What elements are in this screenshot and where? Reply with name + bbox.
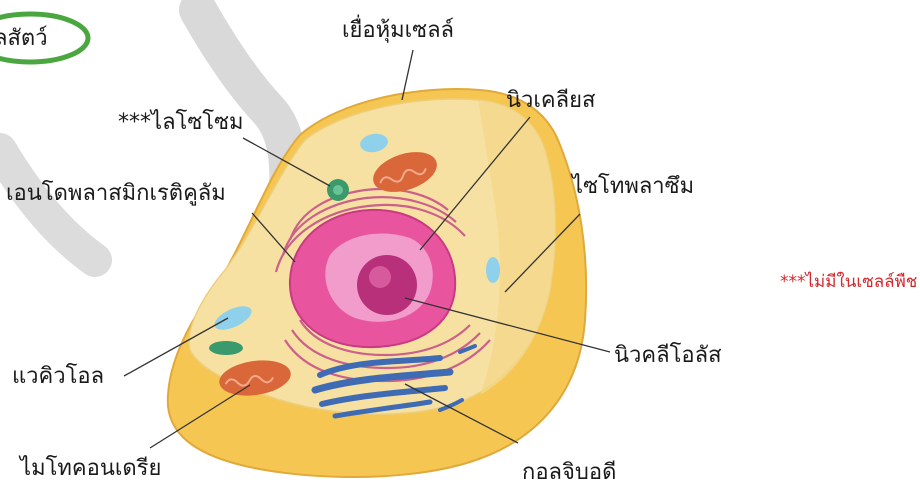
note-not-in-plant-cell: ***ไม่มีในเซลล์พืช: [780, 274, 917, 291]
label-golgi: กอลจิบอดี: [522, 462, 616, 484]
nucleolus-highlight: [369, 266, 391, 288]
vacuole-right: [486, 257, 500, 283]
label-cytoplasm: ไซโทพลาซึม: [572, 176, 694, 198]
label-mitochondria: ไมโทคอนเดรีย: [20, 458, 161, 480]
lysosome-small: [209, 341, 243, 355]
title-fragment: ลสัตว์: [0, 28, 48, 50]
lysosome-inner: [333, 185, 343, 195]
label-nucleus: นิวเคลียส: [506, 90, 595, 112]
label-vacuole: แวคิวโอล: [12, 366, 104, 388]
label-cell-membrane: เยื่อหุ้มเซลล์: [342, 20, 454, 42]
label-er: เอนโดพลาสมิกเรติคูลัม: [6, 183, 226, 205]
label-nucleolus: นิวคลีโอลัส: [614, 345, 722, 367]
label-lysosome: ***ไลโซโซม: [118, 112, 244, 134]
